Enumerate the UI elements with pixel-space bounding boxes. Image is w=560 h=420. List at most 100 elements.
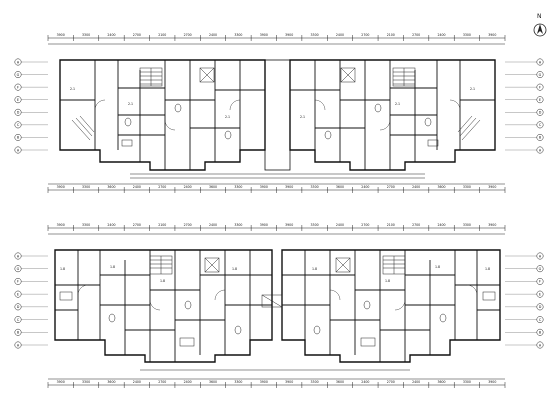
dim-label: 2700 bbox=[184, 33, 192, 37]
dim-label: 3300 bbox=[311, 380, 319, 384]
axis-label-left: A bbox=[17, 148, 20, 152]
axis-label-left: C bbox=[17, 318, 20, 322]
dim-label: 2400 bbox=[184, 380, 192, 384]
axis-label-right: C bbox=[539, 318, 542, 322]
dim-label: 3300 bbox=[82, 33, 90, 37]
dim-label: 3900 bbox=[57, 380, 65, 384]
door-swings bbox=[94, 99, 461, 131]
dim-label: 3300 bbox=[234, 223, 242, 227]
upper-floor-plan: 3900 3300 2400 2700 2100 2700 2400 3300 3900 3900… bbox=[14, 33, 544, 193]
dim-label: 3300 bbox=[311, 185, 319, 189]
dim-label: 3600 bbox=[107, 380, 115, 384]
axis-label-right: C bbox=[539, 123, 542, 127]
axis-label-left: E bbox=[17, 292, 19, 296]
room-tag: 1.8 bbox=[110, 265, 115, 269]
dim-label: 3900 bbox=[285, 185, 293, 189]
dim-label: 3300 bbox=[82, 223, 90, 227]
dim-label: 2700 bbox=[158, 380, 166, 384]
dim-label: 3900 bbox=[57, 223, 65, 227]
dim-label: 2700 bbox=[361, 33, 369, 37]
dim-label: 2100 bbox=[387, 33, 395, 37]
room-tag: 1.8 bbox=[232, 267, 237, 271]
dims-bottom: 3900 3300 3600 2400 2700 2400 3600 3300 3900 3900… bbox=[47, 380, 506, 388]
room-tag: 1.8 bbox=[435, 265, 440, 269]
stair-flight-right-icon bbox=[457, 115, 481, 141]
dim-label: 3900 bbox=[260, 185, 268, 189]
room-tag: 2.1 bbox=[395, 102, 400, 106]
dim-label: 2400 bbox=[107, 223, 115, 227]
dim-label: 2400 bbox=[361, 380, 369, 384]
dim-label: 2700 bbox=[133, 33, 141, 37]
dim-label: 2400 bbox=[336, 223, 344, 227]
dim-label: 3900 bbox=[260, 223, 268, 227]
dim-label: 3600 bbox=[336, 185, 344, 189]
dim-label: 2400 bbox=[184, 185, 192, 189]
axis-label-right: F bbox=[539, 280, 541, 284]
bathroom-fixtures bbox=[59, 291, 496, 347]
bathroom-fixtures bbox=[121, 103, 439, 147]
dim-label: 2400 bbox=[209, 223, 217, 227]
dim-label: 2700 bbox=[184, 223, 192, 227]
dim-label: 3300 bbox=[463, 380, 471, 384]
dim-label: 3900 bbox=[285, 380, 293, 384]
axis-label-right: H bbox=[539, 60, 542, 64]
dim-label: 3900 bbox=[285, 33, 293, 37]
dim-label: 3600 bbox=[209, 185, 217, 189]
axis-label-left: H bbox=[17, 254, 20, 258]
party-wall bbox=[264, 59, 291, 171]
dim-label: 2700 bbox=[361, 223, 369, 227]
dim-label: 2100 bbox=[158, 33, 166, 37]
dim-label: 3300 bbox=[234, 185, 242, 189]
room-tag: 1.8 bbox=[312, 267, 317, 271]
axis-label-right: G bbox=[539, 267, 542, 271]
axis-label-left: G bbox=[17, 73, 20, 77]
north-arrow-icon: N bbox=[533, 13, 547, 37]
dim-label: 3900 bbox=[285, 223, 293, 227]
elevator-left-icon bbox=[199, 67, 215, 83]
room-tag: 2.1 bbox=[300, 115, 305, 119]
dim-label: 2400 bbox=[209, 33, 217, 37]
dim-label: 3300 bbox=[82, 185, 90, 189]
dim-label: 3600 bbox=[437, 380, 445, 384]
dim-label: 3300 bbox=[311, 223, 319, 227]
partitions-left bbox=[55, 250, 272, 362]
room-tag: 1.8 bbox=[160, 279, 165, 283]
axis-label-left: B bbox=[17, 136, 20, 140]
axis-label-right: D bbox=[539, 305, 542, 309]
axis-label-right: H bbox=[539, 254, 542, 258]
axis-label-left: E bbox=[17, 98, 19, 102]
axis-label-left: F bbox=[17, 85, 19, 89]
dim-label: 3900 bbox=[57, 33, 65, 37]
partitions-right bbox=[290, 60, 495, 170]
dim-label: 3900 bbox=[260, 380, 268, 384]
stair-left-icon bbox=[139, 67, 163, 87]
outer-wall-left bbox=[54, 249, 273, 363]
elevator-right-icon bbox=[340, 67, 356, 83]
dim-label: 2400 bbox=[133, 185, 141, 189]
elevator-icons bbox=[204, 257, 351, 308]
partitions-left bbox=[60, 60, 265, 170]
axis-label-right: B bbox=[539, 331, 542, 335]
axis-label-right: F bbox=[539, 85, 541, 89]
dim-label: 3900 bbox=[488, 185, 496, 189]
dim-label: 2400 bbox=[361, 185, 369, 189]
dim-label: 3300 bbox=[82, 380, 90, 384]
dim-label: 3300 bbox=[463, 223, 471, 227]
axis-label-left: B bbox=[17, 331, 20, 335]
stair-left-icon bbox=[149, 255, 173, 275]
room-tag: 2.1 bbox=[70, 87, 75, 91]
dim-label: 3600 bbox=[209, 380, 217, 384]
axis-label-left: G bbox=[17, 267, 20, 271]
axis-label-right: B bbox=[539, 136, 542, 140]
stair-flight-left-icon bbox=[71, 115, 95, 141]
dim-label: 3600 bbox=[336, 380, 344, 384]
dim-label: 2400 bbox=[437, 33, 445, 37]
dim-label: 3300 bbox=[311, 33, 319, 37]
dim-label: 2400 bbox=[412, 380, 420, 384]
dim-label: 2400 bbox=[336, 33, 344, 37]
